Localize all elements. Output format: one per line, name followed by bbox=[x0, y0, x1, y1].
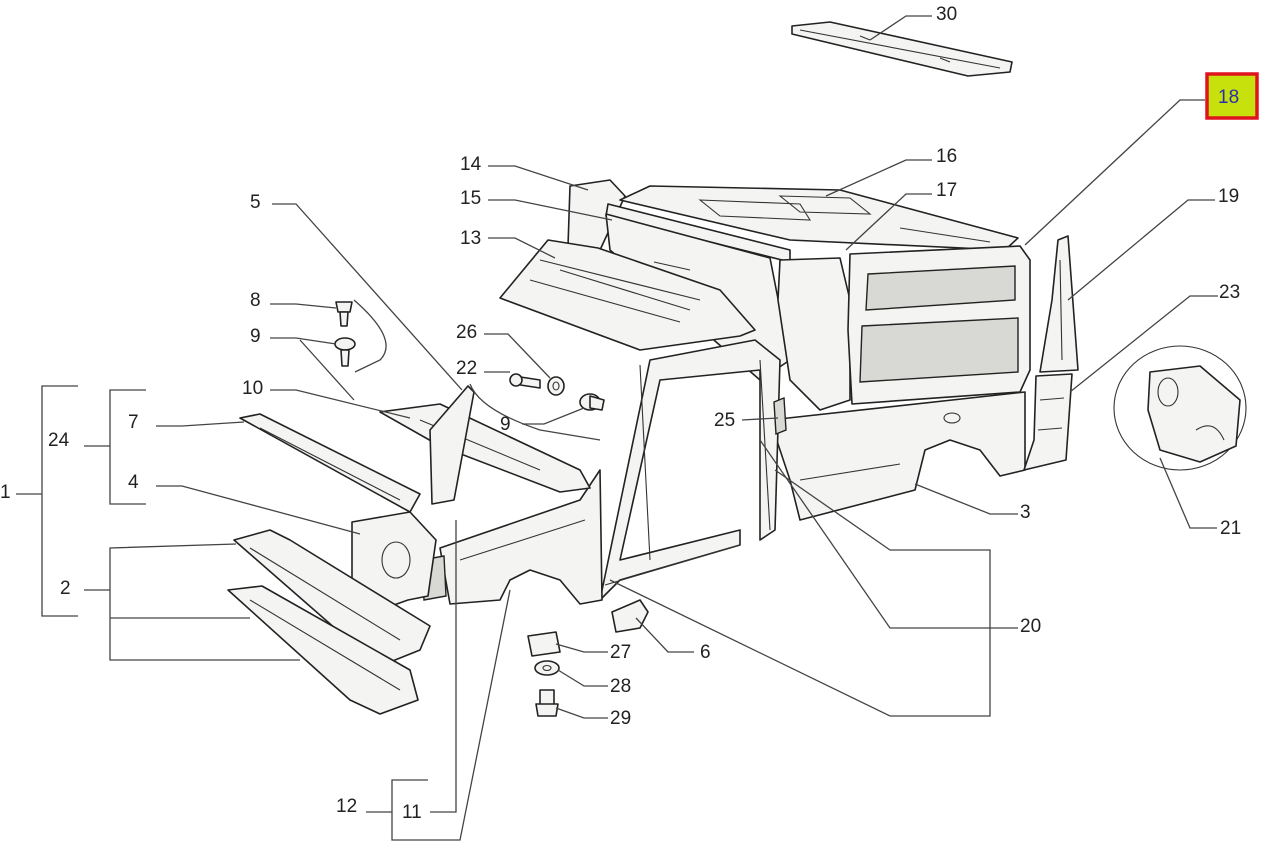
part-30-roof-crossmember bbox=[791, 21, 1013, 77]
part-13-upper-side-panel bbox=[499, 239, 756, 351]
part-23-rear-pillar-lower bbox=[1023, 373, 1073, 471]
callout-15: 15 bbox=[460, 188, 481, 209]
callout-10: 10 bbox=[242, 378, 263, 399]
part-2-lower-bracket bbox=[227, 585, 419, 715]
callout-21: 21 bbox=[1220, 518, 1241, 539]
callout-20: 20 bbox=[1020, 616, 1041, 637]
part-10-front-upper-crossmember bbox=[379, 403, 591, 493]
part-22-bolt bbox=[509, 373, 541, 389]
callout-1: 1 bbox=[0, 482, 11, 503]
part-28-washer bbox=[534, 660, 560, 676]
callout-14: 14 bbox=[460, 154, 482, 175]
part-18-rear-quarter-panel bbox=[847, 245, 1031, 405]
callout-24: 24 bbox=[48, 430, 70, 451]
part-7-front-member bbox=[239, 413, 421, 513]
part-9-nut bbox=[579, 393, 605, 411]
callout-9-right: 9 bbox=[500, 414, 511, 435]
part-25-striker-plate bbox=[773, 396, 787, 436]
part-5-bracket bbox=[429, 385, 475, 505]
callout-13: 13 bbox=[460, 228, 481, 249]
callout-28: 28 bbox=[610, 676, 631, 697]
callout-16: 16 bbox=[936, 146, 957, 167]
callout-11: 11 bbox=[402, 802, 422, 823]
part-19-rear-pillar bbox=[1039, 235, 1079, 373]
callout-2: 2 bbox=[60, 578, 71, 599]
callout-27: 27 bbox=[610, 642, 631, 663]
callout-23: 23 bbox=[1219, 282, 1240, 303]
callout-30: 30 bbox=[936, 4, 957, 25]
callout-22: 22 bbox=[456, 358, 477, 379]
callout-18-highlighted: 18 bbox=[1205, 72, 1259, 120]
part-17-rear-side-frame bbox=[777, 257, 851, 411]
part-27-cage-nut bbox=[527, 631, 561, 657]
leader-lines bbox=[16, 15, 1218, 841]
part-29-bolt bbox=[535, 689, 559, 717]
part-8-screw bbox=[335, 301, 353, 327]
part-9-washer-left bbox=[334, 337, 356, 367]
part-26-washer bbox=[547, 376, 565, 396]
callout-6: 6 bbox=[700, 642, 711, 663]
callout-5: 5 bbox=[250, 192, 261, 213]
part-6-clip bbox=[611, 599, 649, 633]
callout-12: 12 bbox=[336, 796, 357, 817]
callout-3: 3 bbox=[1020, 502, 1031, 523]
callout-8: 8 bbox=[250, 290, 261, 311]
callout-labels: 30 14 15 13 16 17 18 19 23 21 3 20 25 6 … bbox=[0, 4, 1259, 823]
part-11-front-wing bbox=[439, 469, 603, 605]
callout-18: 18 bbox=[1218, 87, 1239, 108]
callout-29: 29 bbox=[610, 708, 631, 729]
callout-26: 26 bbox=[456, 322, 477, 343]
callout-17: 17 bbox=[936, 180, 957, 201]
part-20-door-frame bbox=[599, 339, 781, 601]
part-3-lower-side-panel bbox=[769, 391, 1026, 521]
callout-7: 7 bbox=[128, 412, 139, 433]
callout-19: 19 bbox=[1218, 186, 1239, 207]
callout-9-left: 9 bbox=[250, 326, 261, 347]
callout-25: 25 bbox=[714, 410, 735, 431]
part-21-detail-bubble bbox=[1113, 345, 1247, 471]
callout-4: 4 bbox=[128, 472, 139, 493]
